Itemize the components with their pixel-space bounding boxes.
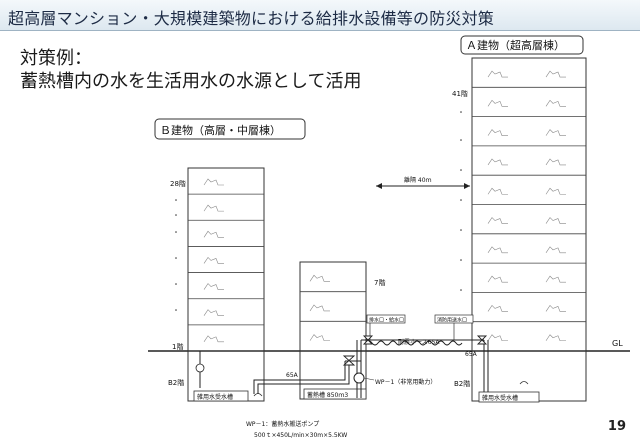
- building-a-floors: [472, 70, 586, 342]
- header-bar: 超高層マンション・大規模建築物における給排水設備等の防災対策: [0, 0, 640, 31]
- building-b-tank: [193, 390, 249, 402]
- building-a-pump-icon: [519, 381, 529, 385]
- building-b-first-floor: 1階: [172, 342, 183, 351]
- building-b-top-floor: 28階: [170, 179, 186, 188]
- building-b-label-box: [154, 118, 306, 140]
- building-b-frame: [187, 167, 265, 352]
- seismic-hose: [365, 340, 463, 346]
- building-a-tank: [478, 391, 540, 403]
- room-sketch: [487, 334, 508, 342]
- pipe-size-label: 65A: [286, 372, 299, 379]
- middle-floor-label: 7階: [374, 278, 385, 287]
- thermal-tank: [303, 388, 367, 400]
- gl-label: GL: [612, 339, 623, 348]
- building-b-label: Ｂ建物（高層・中層棟）: [160, 123, 281, 137]
- middle-building-floors: [300, 274, 366, 341]
- piping: [199, 339, 489, 398]
- room-sketch: [487, 129, 508, 136]
- building-b-tank-label: 雑用水受水槽: [197, 393, 233, 401]
- room-sketch: [203, 283, 224, 290]
- pipe-size-label-a: 65A: [465, 351, 478, 358]
- thermal-tank-label: 蓄熱槽 850ｍ3: [307, 391, 348, 399]
- room-sketch: [309, 274, 330, 282]
- pipe-valves: [342, 335, 488, 366]
- room-sketch: [487, 158, 508, 166]
- pump-note-2: 500ｔ×450L/min×30m×5.5KW: [254, 432, 347, 439]
- pump-icon: [353, 372, 365, 384]
- room-sketch: [309, 304, 330, 312]
- building-a-tank-label: 雑用水受水槽: [482, 394, 518, 402]
- building-a-label-box: [460, 35, 584, 55]
- room-sketch: [545, 158, 566, 166]
- valve-label-2: 消防用送水口: [437, 317, 467, 324]
- room-sketch: [203, 178, 224, 186]
- valve-label-1: 排水口・給水口: [369, 317, 404, 324]
- pump-label: WP－1（非常用動力）: [375, 378, 436, 386]
- page-number: 19: [607, 419, 626, 434]
- room-sketch: [487, 70, 508, 78]
- room-sketch: [545, 246, 566, 254]
- building-a-top-floor: 41階: [452, 89, 468, 98]
- room-sketch: [203, 256, 224, 264]
- room-sketch: [487, 304, 508, 312]
- subtitle-text: 蓄熱槽内の水を生活用水の水源として活用: [20, 71, 362, 92]
- room-sketch: [487, 217, 508, 224]
- distance-label: 離隔 40ｍ: [404, 176, 432, 184]
- room-sketch: [545, 129, 566, 136]
- room-sketch: [545, 99, 566, 107]
- room-sketch: [203, 230, 224, 238]
- building-b-valve: [195, 363, 205, 373]
- middle-building-frame: [299, 261, 367, 352]
- slide-title: 超高層マンション・大規模建築物における給排水設備等の防災対策: [8, 9, 495, 28]
- building-a-basement-label: B2階: [454, 379, 470, 388]
- room-sketch: [545, 334, 566, 342]
- building-b-floors: [188, 178, 264, 343]
- hose-label: 耐震ホース65A: [398, 338, 440, 346]
- room-sketch: [487, 187, 508, 195]
- room-sketch: [487, 99, 508, 107]
- building-b-basement-label: B2階: [168, 378, 184, 387]
- building-a-label: Ａ建物（超高層棟）: [466, 38, 565, 52]
- room-sketch: [545, 304, 566, 312]
- building-b-ellipsis: [175, 199, 177, 311]
- room-sketch: [545, 275, 566, 283]
- pump-note-1: WP－1：蓄熱水搬送ポンプ: [246, 420, 319, 428]
- valve-callout-1: [366, 314, 406, 324]
- building-a-ellipsis: [460, 111, 462, 321]
- subtitle-label: 対策例：: [20, 48, 92, 69]
- room-sketch: [203, 309, 224, 317]
- room-sketch: [545, 187, 566, 195]
- room-sketch: [545, 70, 566, 78]
- room-sketch: [203, 335, 224, 343]
- room-sketch: [487, 246, 508, 254]
- room-sketch: [309, 334, 330, 341]
- room-sketch: [203, 204, 224, 212]
- room-sketch: [545, 217, 566, 224]
- room-sketch: [487, 275, 508, 283]
